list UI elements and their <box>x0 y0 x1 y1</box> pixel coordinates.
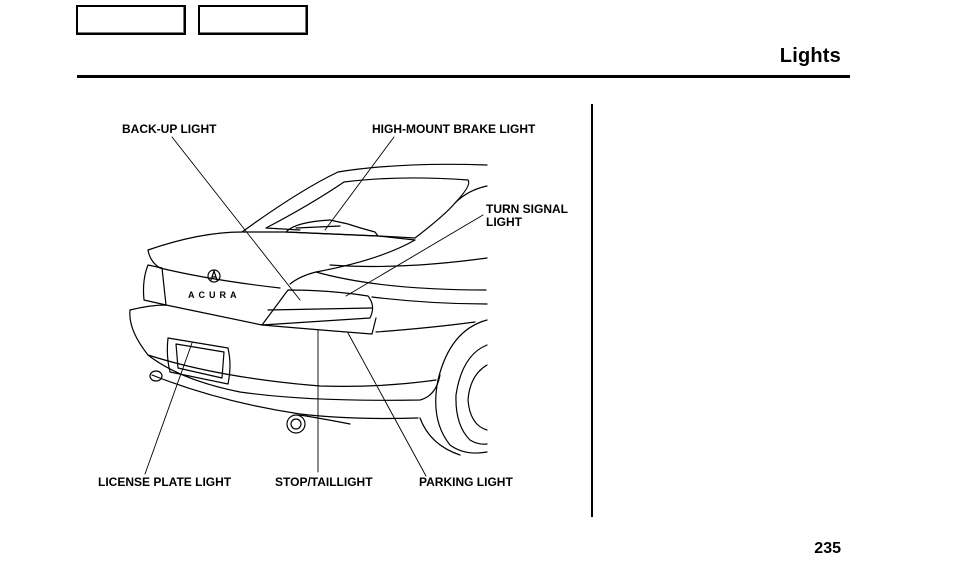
column-divider <box>591 104 593 517</box>
page-title: Lights <box>779 45 841 67</box>
license-plate-light-label: LICENSE PLATE LIGHT <box>98 475 232 489</box>
back-up-light-label: BACK-UP LIGHT <box>122 122 217 136</box>
high-mount-brake-light-label: HIGH-MOUNT BRAKE LIGHT <box>372 122 536 136</box>
turn-signal-light-label-line1: TURN SIGNAL <box>486 202 568 216</box>
parking-light-label: PARKING LIGHT <box>419 475 513 489</box>
header-rule <box>77 75 850 78</box>
stop-taillight-label: STOP/TAILLIGHT <box>275 475 373 489</box>
page-number: 235 <box>814 540 841 557</box>
acura-badge: ACURA <box>188 290 241 300</box>
next-page-button[interactable] <box>198 5 308 35</box>
turn-signal-light-label-line2: LIGHT <box>486 215 522 229</box>
previous-page-button[interactable] <box>76 5 186 35</box>
